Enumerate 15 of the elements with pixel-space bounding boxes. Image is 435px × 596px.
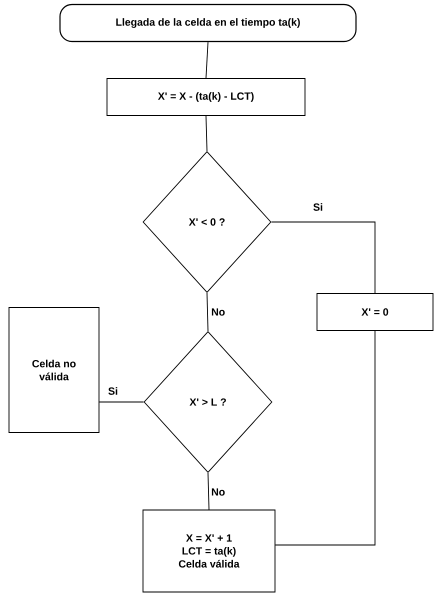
edge-label: Si xyxy=(108,387,118,395)
process-box: Celda no válida xyxy=(8,307,100,433)
process-box: X' = X - (ta(k) - LCT) xyxy=(106,78,306,116)
connector-line xyxy=(271,222,376,294)
connector-line xyxy=(206,42,208,78)
edge-label: No xyxy=(212,308,225,316)
edge-label: No xyxy=(212,488,225,496)
process-box: X' = 0 xyxy=(316,293,434,331)
process-box: X = X' + 1 LCT = ta(k) Celda válida xyxy=(142,510,276,592)
connector-line xyxy=(206,116,208,152)
start-terminal: Llegada de la celda en el tiempo ta(k) xyxy=(59,4,357,42)
edge-label: Si xyxy=(313,203,322,211)
connector-line xyxy=(275,330,376,546)
connector-line xyxy=(208,472,210,510)
connector-line xyxy=(206,292,208,332)
